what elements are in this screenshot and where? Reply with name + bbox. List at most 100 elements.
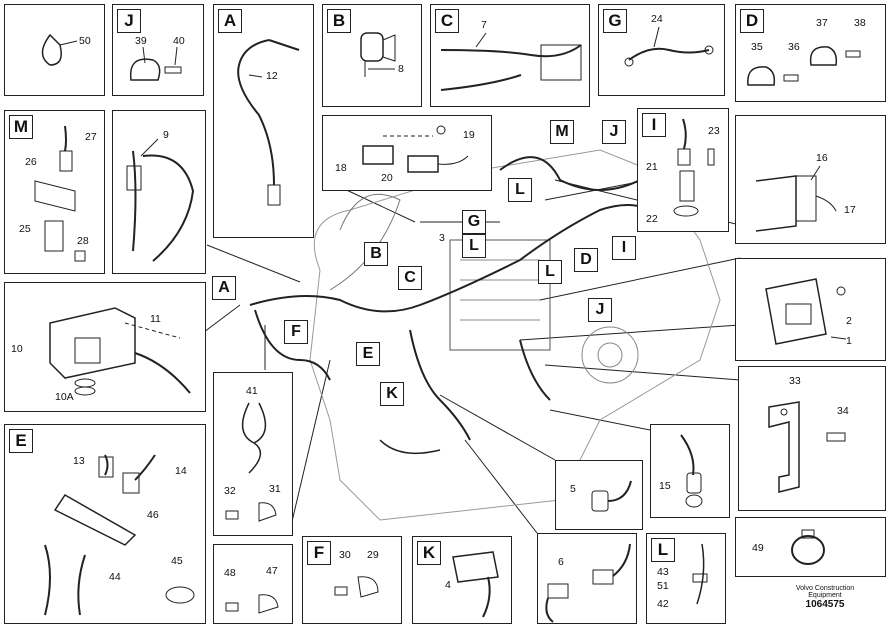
clip-bolt-icon (225, 594, 279, 614)
panel-10-bracket: 11 10 10A (4, 282, 206, 412)
cable-tie-icon (692, 543, 708, 605)
panel-m-sensor: M 27 26 25 28 (4, 110, 105, 274)
ecu-ribs (460, 259, 540, 321)
callout-47: 47 (266, 565, 278, 577)
panel-33-bracket: 33 34 (738, 366, 886, 511)
leader-line (544, 181, 639, 201)
connector-bracket-icon (44, 454, 195, 616)
callout-22: 22 (646, 213, 658, 225)
panel-letter: L (651, 538, 675, 562)
callout-17: 17 (844, 204, 856, 216)
callout-45: 45 (171, 555, 183, 567)
pressure-sensor-icon (673, 118, 715, 217)
leader-line (206, 244, 301, 283)
callout-12: 12 (266, 70, 278, 82)
panel-letter: E (9, 429, 33, 453)
engine-tag-l: L (538, 260, 562, 284)
engine-tag-j: J (602, 120, 626, 144)
callout-6: 6 (558, 556, 564, 568)
callout-11: 11 (150, 313, 161, 325)
callout-7: 7 (481, 19, 487, 31)
callout-44: 44 (109, 571, 121, 583)
panel-ecu: 2 1 (735, 258, 886, 361)
sensor-cable-icon (126, 138, 195, 262)
panel-letter: A (218, 9, 242, 33)
callout-36: 36 (788, 41, 800, 53)
panel-49-clamp: 49 (735, 517, 886, 577)
callout-38: 38 (854, 17, 866, 29)
connector-bracket-icon (755, 165, 837, 232)
engine-tag-f: F (284, 320, 308, 344)
panel-15-sensor: 15 (650, 424, 730, 518)
panel-5-connector: 5 (555, 460, 643, 530)
engine-tag-g: G (462, 210, 486, 234)
wiring-harness-top (499, 156, 641, 191)
engine-tag-m: M (550, 120, 574, 144)
callout-8: 8 (398, 63, 404, 75)
leader-line (544, 364, 741, 381)
engine-tag-k: K (380, 382, 404, 406)
panel-16-connector: 16 17 (735, 115, 886, 244)
callout-23: 23 (708, 125, 720, 137)
engine-block-outline (309, 149, 721, 521)
cable-strap-icon (225, 402, 277, 522)
engine-pulley (581, 326, 639, 384)
panel-9-sensor: 9 (112, 110, 206, 274)
engine-tag-d: D (574, 248, 598, 272)
bracket-sensor-icon (49, 307, 191, 396)
callout-1: 1 (846, 335, 852, 347)
ecu-unit-icon (765, 278, 847, 345)
engine-tag-a: A (212, 276, 236, 300)
callout-37: 37 (816, 17, 828, 29)
connector-icon (591, 480, 632, 512)
callout-19: 19 (463, 129, 475, 141)
callout-41: 41 (246, 385, 258, 397)
engine-tag-l: L (462, 234, 486, 258)
callout-5: 5 (570, 483, 576, 495)
wiring-harness-branch (254, 309, 331, 381)
callout-29: 29 (367, 549, 379, 561)
panel-b-connector: B 8 (322, 4, 422, 107)
connector-pair-icon (545, 543, 631, 623)
callout-21: 21 (646, 161, 658, 173)
leader-line (289, 359, 331, 531)
callout-14: 14 (175, 465, 187, 477)
panel-letter: D (740, 9, 764, 33)
callout-4: 4 (445, 579, 451, 591)
callout-10: 10 (11, 343, 23, 355)
engine-tag-j: J (588, 298, 612, 322)
wiring-harness-branch (409, 329, 471, 441)
callout-26: 26 (25, 156, 37, 168)
footer-line1: Volvo Construction (795, 585, 855, 592)
callout-16: 16 (816, 152, 828, 164)
panel-letter: C (435, 9, 459, 33)
harness-bundle (329, 193, 401, 291)
mounting-bracket-icon (768, 401, 846, 493)
panel-l-strap: L 43 51 42 (646, 533, 726, 624)
panel-j-clamp: J 39 40 (112, 4, 204, 96)
hose-clamp-icon (791, 529, 825, 565)
panel-k-connector: K 4 (412, 536, 512, 624)
footer-line2: Equipment (808, 592, 842, 599)
panel-letter: I (642, 113, 666, 137)
callout-27: 27 (85, 131, 97, 143)
callout-39: 39 (135, 35, 147, 47)
temperature-sensor-icon (237, 39, 300, 206)
leader-line (439, 394, 556, 461)
callout-51: 51 (657, 580, 669, 592)
panel-connector-set: 19 18 20 (322, 115, 492, 191)
callout-3: 3 (439, 232, 445, 244)
panel-41-strap: 41 32 31 (213, 372, 293, 536)
connector-pair-icon (362, 125, 469, 173)
clip-icon (41, 33, 78, 66)
callout-24: 24 (651, 13, 663, 25)
wiring-harness-branch (519, 339, 551, 401)
connector-icon (360, 32, 396, 77)
callout-48: 48 (224, 567, 236, 579)
callout-32: 32 (224, 485, 236, 497)
engine-tag-l: L (508, 178, 532, 202)
engine-tag-i: I (612, 236, 636, 260)
callout-2: 2 (846, 315, 852, 327)
panel-letter: B (327, 9, 351, 33)
